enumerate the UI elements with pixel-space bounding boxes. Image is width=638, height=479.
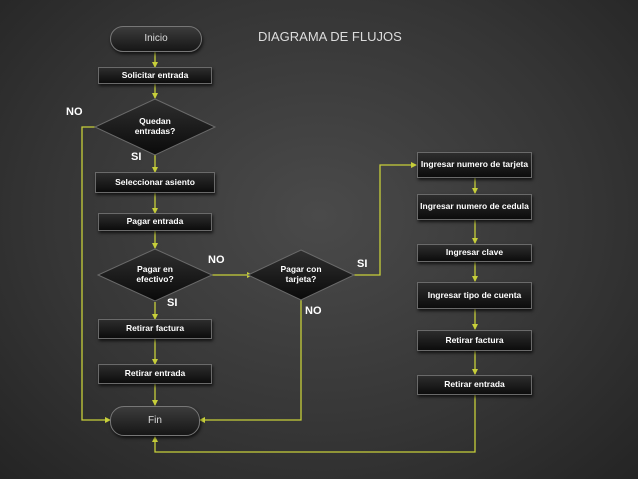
node-retirar-entrada-2: Retirar entrada [417,375,532,395]
label-no-tarjeta: NO [305,305,322,317]
label-no-efectivo: NO [208,254,225,266]
node-solicitar-entrada: Solicitar entrada [98,67,212,84]
node-seleccionar-asiento: Seleccionar asiento [95,172,215,193]
node-ingresar-numero-cedula: Ingresar numero de cedula [417,194,532,220]
node-ingresar-tipo-cuenta: Ingresar tipo de cuenta [417,282,532,309]
label-si-quedan: SI [131,151,142,163]
edge-quedan-no-fin [81,126,111,423]
edge-r6-fin [152,395,476,453]
node-fin: Fin [110,406,200,436]
node-ingresar-clave: Ingresar clave [417,244,532,262]
decision-efectivo [96,248,214,302]
label-no-quedan: NO [66,106,83,118]
node-retirar-entrada: Retirar entrada [98,364,212,384]
diagram-title: DIAGRAMA DE FLUJOS [258,29,402,44]
node-pagar-entrada: Pagar entrada [98,213,212,231]
node-pagar-efectivo: Pagar en efectivo? [136,264,174,284]
decision-tarjeta [246,249,356,301]
node-retirar-factura-2: Retirar factura [417,330,532,351]
node-inicio: Inicio [110,26,202,52]
node-retirar-factura: Retirar factura [98,319,212,339]
node-ingresar-numero-tarjeta: Ingresar numero de tarjeta [417,152,532,178]
node-pagar-tarjeta: Pagar con tarjeta? [280,264,322,284]
decision-quedan [93,98,217,156]
label-si-tarjeta: SI [357,258,368,270]
label-si-efectivo: SI [167,297,178,309]
edge-tarjeta-no-fin [199,300,302,423]
node-quedan-entradas: Quedan entradas? [134,116,176,136]
edge-tarjeta-si [354,162,417,276]
